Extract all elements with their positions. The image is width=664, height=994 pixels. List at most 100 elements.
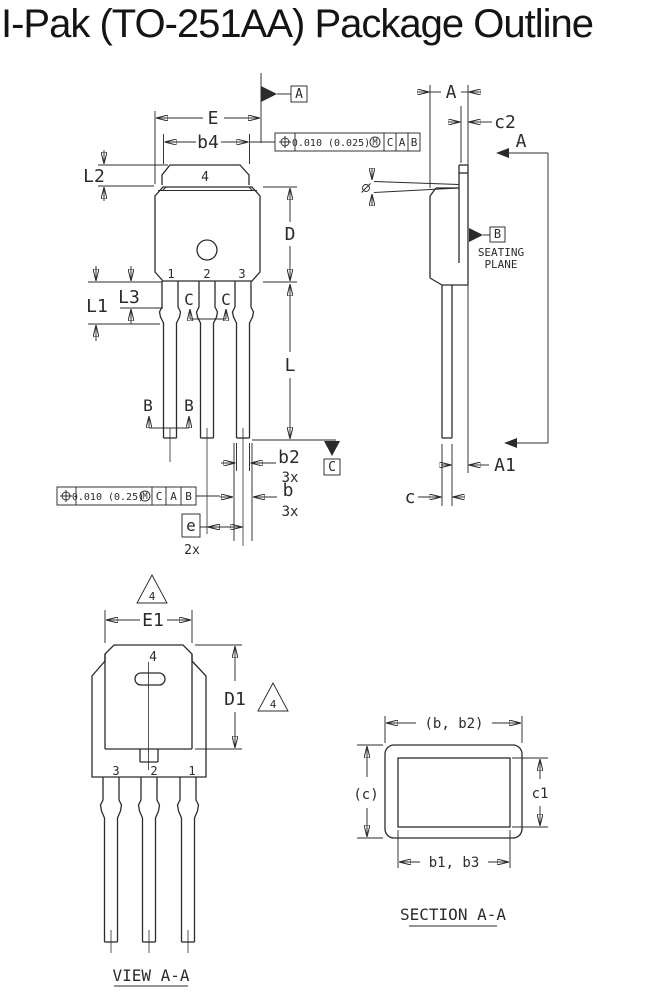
dim-label-c2: c2: [494, 112, 516, 133]
position-symbol-icon: [279, 136, 291, 148]
pin-3: [231, 281, 255, 546]
fcf-top-datum-1: C: [387, 136, 394, 149]
dim-label-b4: b4: [197, 132, 219, 153]
section-b-arrows: B B: [143, 396, 194, 429]
front-view: A E b4: [56, 73, 421, 558]
dim-label-A: A: [446, 82, 457, 103]
dim-L1: L1: [86, 266, 160, 341]
section-arrow-icon: [496, 148, 509, 158]
side-body-outline: [429, 164, 469, 439]
flag-2-label: 4: [270, 698, 277, 711]
dim-L: L: [252, 281, 336, 441]
dim-label-L1: L1: [86, 296, 108, 317]
back-pin-1: [99, 777, 123, 953]
datum-b-label: B: [494, 227, 501, 241]
back-pin-number-2: 2: [150, 764, 157, 778]
fcf-bottom-modifier: M: [142, 492, 147, 502]
fcf-bottom-tolerance: 0.010 (0.25): [72, 492, 144, 503]
section-view: (b, b2) (c) c1: [353, 716, 549, 927]
back-pin-2: [137, 777, 161, 953]
dim-D1: D1: [195, 644, 246, 750]
fcf-bottom-datum-2: A: [170, 490, 177, 503]
lead-outer-section: [384, 744, 523, 839]
pin-number-2: 2: [203, 267, 210, 281]
dim-label-b: b: [283, 480, 294, 501]
back-pin-3: [176, 777, 200, 953]
fcf-top-datum-3: B: [411, 136, 418, 149]
dim-e: e 2x: [181, 513, 243, 558]
datum-a-flag-icon: A: [261, 85, 308, 103]
fcf-top-datum-2: A: [399, 136, 406, 149]
dim-c1: c1: [512, 757, 549, 828]
dim-b: b 3x: [220, 443, 298, 541]
dim-b4: b4: [163, 132, 275, 164]
dim-label-b1-b3: b1, b3: [429, 855, 480, 871]
dim-c2: c2: [448, 106, 516, 163]
view-a-a-label: VIEW A-A: [112, 966, 189, 985]
section-a-a-label: SECTION A-A: [400, 905, 506, 924]
fcf-bottom-datum-1: C: [156, 490, 163, 503]
revision-flag-4-icon: 4: [136, 573, 168, 604]
dim-b-b2: (b, b2): [384, 716, 523, 743]
page-title: I-Pak (TO-251AA) Package Outline: [1, 2, 594, 46]
back-body-outline: 4: [91, 644, 207, 778]
section-a-label: A: [516, 131, 527, 152]
dim-A: A: [417, 82, 481, 473]
lead-inner-section: [397, 757, 511, 828]
dim-label-E: E: [208, 108, 219, 129]
dim-label-b-b2: (b, b2): [424, 716, 483, 732]
pin-number-1: 1: [167, 267, 174, 281]
dim-label-L: L: [285, 355, 296, 376]
section-c-label-right: C: [221, 290, 231, 309]
revision-flag-4-icon: 4: [257, 681, 289, 712]
dim-E: E: [154, 108, 260, 184]
fcf-top-tolerance: 0.010 (0.025): [292, 138, 370, 149]
back-tab-label: 4: [149, 650, 157, 665]
datum-a-label: A: [295, 87, 303, 102]
dim-c: c: [405, 444, 465, 508]
back-pin-number-1: 1: [188, 764, 195, 778]
dim-label-e-qty: 2x: [184, 543, 200, 558]
section-b-label-left: B: [143, 396, 153, 415]
section-arrow-icon: [504, 438, 517, 448]
dim-L2: L2: [83, 150, 168, 201]
pin-1: [158, 281, 182, 462]
modifier-m-icon: M: [139, 490, 151, 502]
feature-control-frame-top: 0.010 (0.025) M C A B: [274, 132, 421, 152]
pin-2: [195, 281, 219, 534]
dim-E1: E1: [104, 610, 193, 643]
seating-plane-text-1: SEATING: [478, 246, 524, 259]
pin-number-3: 3: [238, 267, 245, 281]
side-view: A c2 A: [361, 82, 549, 508]
datum-c-label: C: [328, 460, 336, 475]
section-a-cutting-line: A: [496, 131, 549, 448]
diameter-symbol-icon: [361, 183, 371, 193]
dim-label-b-qty: 3x: [282, 504, 299, 520]
fcf-top-modifier: M: [372, 138, 377, 148]
seating-plane-text-2: PLANE: [484, 258, 517, 271]
body-outline: [154, 186, 261, 282]
dim-b2: b2 3x: [221, 443, 300, 486]
dim-label-c1: c1: [532, 786, 549, 802]
dim-label-e: e: [186, 516, 196, 535]
dim-label-D: D: [285, 224, 296, 245]
section-c-arrows: C C: [184, 290, 231, 319]
section-b-label-right: B: [184, 396, 194, 415]
flag-1-label: 4: [149, 590, 156, 603]
dim-label-D1: D1: [224, 689, 246, 710]
position-symbol-icon: [60, 490, 72, 502]
dim-label-E1: E1: [142, 610, 164, 631]
datum-c-flag-icon: C: [323, 441, 341, 476]
modifier-m-icon: M: [369, 136, 381, 148]
back-pin-number-3: 3: [112, 764, 119, 778]
dim-label-A1: A1: [494, 455, 516, 476]
tab-slot: [134, 672, 166, 686]
tab-outline: [161, 164, 250, 185]
dim-label-L3: L3: [118, 287, 140, 308]
fcf-bottom-datum-3: B: [185, 490, 192, 503]
dim-label-c: c: [405, 487, 416, 508]
dim-c-paren: (c): [353, 744, 383, 839]
dim-D: D: [263, 186, 297, 281]
dim-label-b2-qty: 3x: [282, 470, 299, 486]
